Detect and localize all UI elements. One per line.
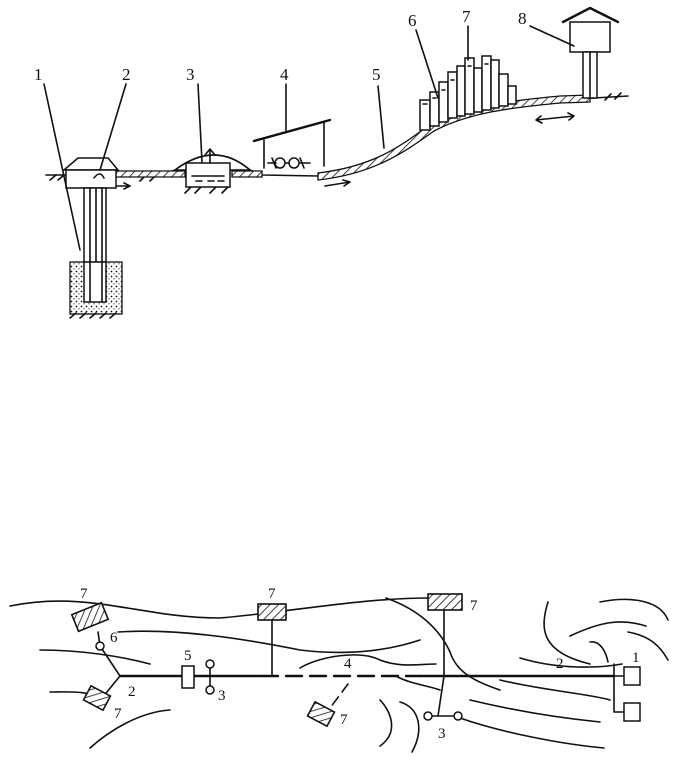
station-left-valve-b [205,685,215,695]
plan-label-station-left: 3 [218,688,226,704]
well-assembly [61,157,123,319]
profile-label-4: 4 [280,65,289,84]
plan-label-hydrant: 6 [110,630,118,646]
station-center-valve-a [423,711,433,721]
flow-arrow-1 [114,182,131,190]
profile-label-2: 2 [122,65,131,84]
station-left-valve-a [205,659,215,669]
profile-label-7: 7 [462,7,471,26]
profile-label-8: 8 [518,9,527,28]
leader-3 [197,83,203,163]
block-center-top [257,603,287,621]
reservoir-1 [623,666,641,686]
pump-roof [252,118,332,143]
plan-label-block-center-top: 7 [268,586,276,602]
well-house-base [65,169,117,189]
station-center-valve-b [453,711,463,721]
branch-center-bottom [329,683,349,709]
plan-label-meter: 5 [184,648,192,664]
plan-label-block-bottom-left: 7 [114,706,122,722]
plan-label-trunk-left: 2 [128,684,136,700]
city-buildings [419,55,517,131]
leader-8 [529,25,575,47]
profile-label-3: 3 [186,65,195,84]
flow-arrow-3 [535,112,575,124]
well-house [61,157,120,171]
pipeline-profile [109,170,186,178]
plan-label-block-center-bottom: 7 [340,712,348,728]
block-top-right [427,593,463,611]
tank-body [185,162,231,188]
leader-2 [99,83,127,171]
plan-label-trunk-main: 2 [556,656,564,672]
flow-arrow-2 [324,179,351,187]
treatment-tank [174,148,251,188]
ground-profile [45,95,629,177]
profile-view: 1 2 3 4 5 6 7 8 [34,6,629,319]
plan-label-block-top-left: 7 [80,586,88,602]
contour-lines [9,597,669,753]
plan-label-block-top-right: 7 [470,598,478,614]
plan-view: 1 2 3 3 4 5 6 2 7 7 7 7 7 [9,586,669,753]
pipeline-segment-mid [231,170,263,178]
pipeline-segment-rise [317,94,591,181]
ground-ticks [49,92,622,194]
plan-label-reservoir: 1 [632,650,640,666]
plan-label-station-center: 3 [438,726,446,742]
block-top-left [70,601,110,633]
hydrant [95,641,105,651]
leader-6 [415,29,439,99]
block-center-bottom [306,700,336,728]
plan-label-distribution: 4 [344,656,352,672]
branch-top-right [437,609,445,717]
water-tower [561,6,620,99]
profile-label-6: 6 [408,11,417,30]
leader-1 [43,83,81,251]
meter [181,665,195,689]
vent-arrow [204,148,216,164]
profile-label-5: 5 [372,65,381,84]
tower-tank [569,21,611,53]
leader-5 [377,85,385,149]
profile-label-1: 1 [34,65,43,84]
reservoir-2 [623,702,641,722]
pump-station [252,118,332,169]
tower-roof [561,6,620,24]
block-bottom-left [82,684,112,712]
